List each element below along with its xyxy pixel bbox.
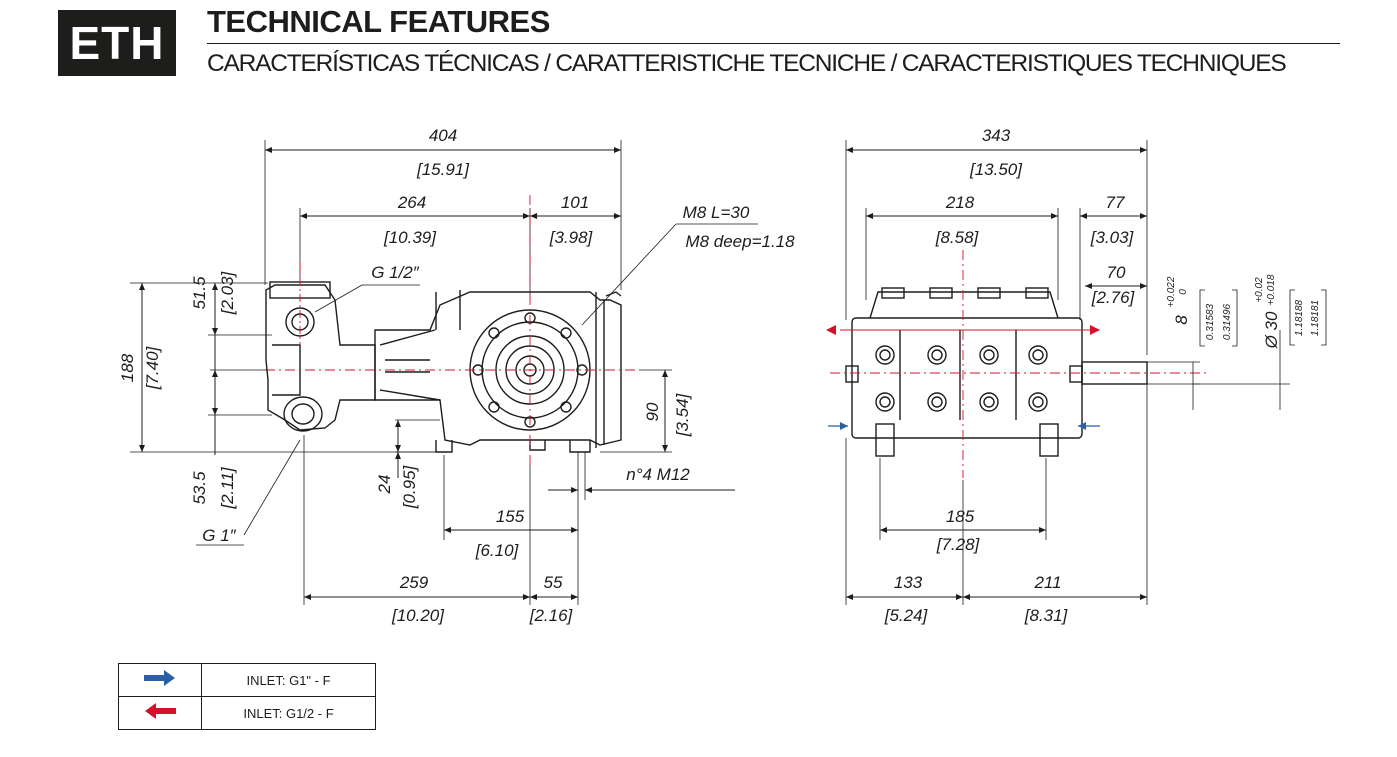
- dim-188-in: [7.40]: [143, 345, 162, 390]
- key-in-1: 0.31583: [1205, 303, 1216, 340]
- inlet-legend: INLET: G1" - F INLET: G1/2 - F: [118, 663, 376, 730]
- dim-24: 24: [375, 475, 394, 495]
- shaft-diameter: Ø 30: [1262, 311, 1281, 349]
- shaft-tol-upper: +0.02: [1254, 277, 1265, 303]
- dim-259-in: [10.20]: [391, 606, 445, 625]
- front-pump-body: [845, 287, 1200, 457]
- dim-133: 133: [894, 573, 923, 592]
- dim-185: 185: [946, 507, 975, 526]
- dim-77: 77: [1106, 193, 1125, 212]
- legend-row: INLET: G1/2 - F: [118, 696, 376, 730]
- dim-211-in: [8.31]: [1024, 606, 1069, 625]
- legend-label: INLET: G1" - F: [201, 663, 376, 697]
- dim-24-in: [0.95]: [400, 464, 419, 509]
- shaft-in-2: 1.18181: [1310, 300, 1321, 336]
- key-tol-upper: +0.022: [1166, 276, 1177, 307]
- dim-218-in: [8.58]: [935, 228, 980, 247]
- page-title: TECHNICAL FEATURES: [207, 4, 550, 39]
- page-subtitle: CARACTERÍSTICAS TÉCNICAS / CARATTERISTIC…: [207, 50, 1287, 77]
- tolerance-brackets: [1199, 289, 1327, 347]
- blue-inlet-arrow-right: [1078, 422, 1086, 430]
- shaft-in-1: 1.18188: [1294, 299, 1305, 336]
- dim-101: 101: [561, 193, 589, 212]
- dim-90-in: [3.54]: [673, 392, 692, 437]
- model-badge: ETH: [58, 10, 176, 76]
- dim-51-in: [2.03]: [218, 270, 237, 315]
- thread-note-2: M8 deep=1.18: [685, 232, 795, 251]
- dim-343: 343: [982, 126, 1011, 145]
- dimension-labels: 404 [15.91] 264 [10.39] 101 [3.98] M8 L=…: [118, 126, 1281, 625]
- tolerance-labels: +0.022 0 0.31583 0.31496 +0.02 +0.018 1.…: [1166, 274, 1321, 340]
- dim-155-in: [6.10]: [475, 541, 520, 560]
- front-centerlines: [830, 250, 1210, 478]
- dim-51: 51.5: [190, 276, 209, 310]
- side-pump-body: [265, 281, 622, 453]
- dim-77-in: [3.03]: [1090, 228, 1135, 247]
- dim-404: 404: [429, 126, 457, 145]
- key-in-2: 0.31496: [1222, 303, 1233, 340]
- dim-70-in: [2.76]: [1091, 288, 1136, 307]
- dim-53: 53.5: [190, 471, 209, 505]
- mount-note: n°4 M12: [626, 465, 690, 484]
- red-inlet-arrow-right: [1090, 325, 1100, 335]
- key-tol-lower: 0: [1178, 289, 1189, 295]
- legend-row: INLET: G1" - F: [118, 663, 376, 697]
- thread-note-1: M8 L=30: [683, 203, 750, 222]
- red-inlet-arrow-left: [826, 325, 836, 335]
- dim-343-in: [13.50]: [969, 160, 1023, 179]
- dim-218: 218: [945, 193, 975, 212]
- title-divider: [207, 43, 1340, 44]
- dim-70: 70: [1107, 263, 1126, 282]
- blue-arrow-icon: [118, 663, 202, 697]
- dim-264: 264: [397, 193, 426, 212]
- dim-53-in: [2.11]: [218, 466, 237, 510]
- inlet-small-label: G 1/2″: [371, 263, 420, 282]
- legend-label: INLET: G1/2 - F: [201, 696, 376, 730]
- front-view: [826, 140, 1290, 605]
- shaft-tol-lower: +0.018: [1266, 274, 1277, 305]
- dim-101-in: [3.98]: [549, 228, 594, 247]
- dim-90: 90: [643, 402, 662, 421]
- blue-inlet-arrow-left: [840, 422, 848, 430]
- side-view: [130, 140, 758, 605]
- key-width: 8: [1172, 315, 1191, 325]
- dim-185-in: [7.28]: [936, 535, 981, 554]
- dim-133-in: [5.24]: [884, 606, 929, 625]
- dim-211: 211: [1033, 573, 1061, 592]
- red-arrow-icon: [118, 696, 202, 730]
- dim-155: 155: [496, 507, 525, 526]
- dim-404-in: [15.91]: [416, 160, 470, 179]
- dim-188: 188: [118, 353, 137, 382]
- side-centerlines: [265, 195, 640, 465]
- dim-259: 259: [399, 573, 429, 592]
- inlet-large-label: G 1″: [202, 526, 236, 545]
- dim-55: 55: [544, 573, 563, 592]
- dim-55-in: [2.16]: [529, 606, 574, 625]
- dim-264-in: [10.39]: [383, 228, 437, 247]
